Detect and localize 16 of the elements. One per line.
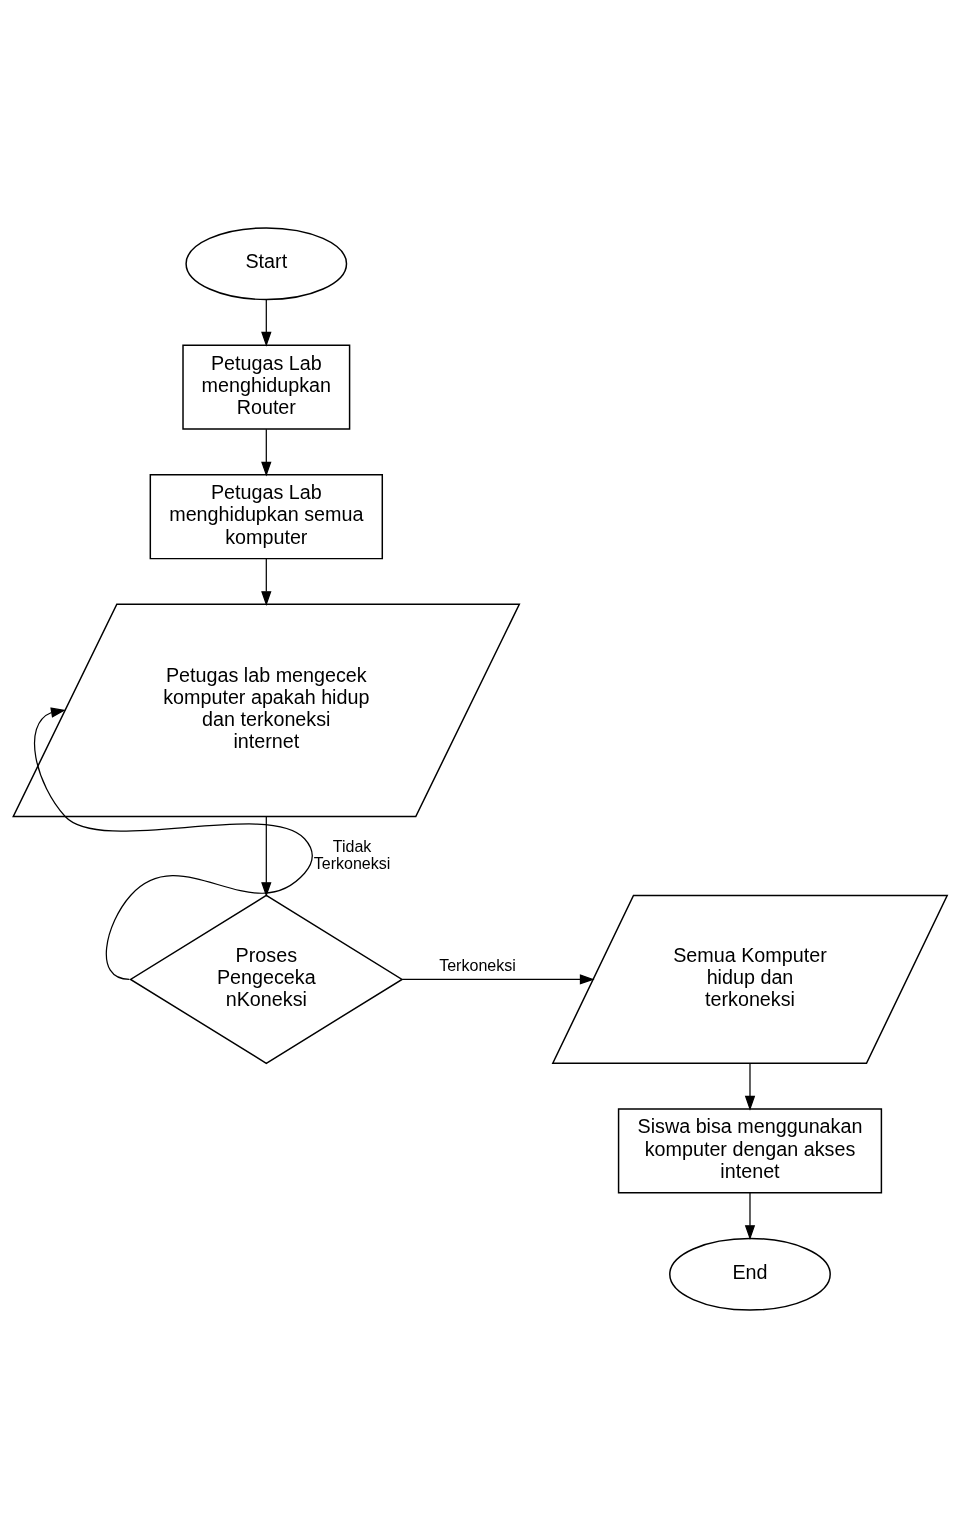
node-ellipse: Start	[185, 226, 348, 300]
arrow	[744, 1062, 756, 1111]
node-diamond: Proses Pengeceka nKoneksi	[129, 894, 404, 1064]
arrow	[744, 1191, 756, 1240]
arrow	[261, 815, 272, 897]
edge-label: Terkoneksi	[439, 955, 516, 974]
arrow	[261, 298, 272, 347]
arrow	[401, 973, 595, 985]
node-box: Petugas Lab menghidupkan semua komputer	[149, 473, 384, 559]
node-box: Petugas Lab menghidupkan Router	[182, 343, 351, 430]
node-ellipse: End	[669, 1237, 831, 1311]
arrow	[34, 706, 313, 980]
arrow	[261, 557, 272, 606]
node-box: Siswa bisa menggunakan komputer dengan akses intenet	[617, 1107, 883, 1194]
edge-label: Tidak Terkoneksi	[313, 836, 391, 872]
arrow	[261, 428, 272, 476]
